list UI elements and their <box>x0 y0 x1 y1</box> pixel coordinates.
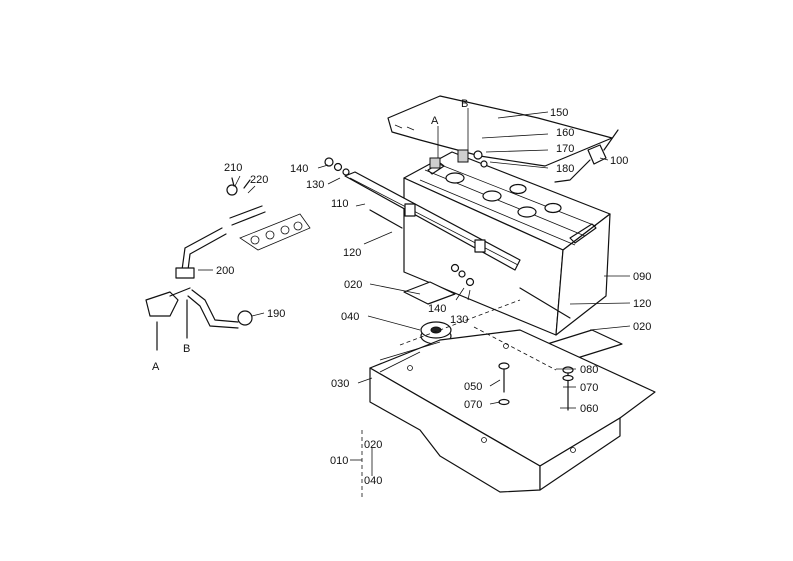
label-130-top: 130 <box>306 179 324 191</box>
label-110: 110 <box>331 198 349 210</box>
battery <box>403 149 611 336</box>
battery-tray <box>369 299 656 493</box>
leader-lines <box>198 108 631 500</box>
cable-assembly <box>145 177 311 351</box>
label-080: 080 <box>580 364 598 376</box>
battery-cover <box>387 95 613 167</box>
label-140-top: 140 <box>290 163 308 175</box>
label-060-right: 060 <box>580 403 598 415</box>
part-labels: 150 B A 160 170 180 100 140 130 110 120 … <box>152 98 651 487</box>
label-130-mid: 130 <box>450 314 468 326</box>
label-b-bottom: B <box>183 343 190 355</box>
terminal-clamp <box>554 129 619 183</box>
bolts <box>498 362 574 411</box>
label-b-top: B <box>461 98 468 110</box>
label-070-left: 070 <box>464 399 482 411</box>
hold-down-rods <box>369 209 571 319</box>
label-150: 150 <box>550 107 568 119</box>
label-220: 220 <box>250 174 268 186</box>
label-120-right: 120 <box>633 298 651 310</box>
label-120-left: 120 <box>343 247 361 259</box>
label-040-group: 040 <box>364 475 382 487</box>
label-100: 100 <box>610 155 628 167</box>
label-200: 200 <box>216 265 234 277</box>
label-a-bottom: A <box>152 361 160 373</box>
label-020-group: 020 <box>364 439 382 451</box>
label-190: 190 <box>267 308 285 320</box>
label-020-right: 020 <box>633 321 651 333</box>
label-170: 170 <box>556 143 574 155</box>
label-050: 050 <box>464 381 482 393</box>
label-010: 010 <box>330 455 348 467</box>
label-090: 090 <box>633 271 651 283</box>
hold-down-bar <box>344 171 521 271</box>
nuts-washers <box>324 150 488 287</box>
label-160: 160 <box>556 127 574 139</box>
label-140-mid: 140 <box>428 303 446 315</box>
label-020-left: 020 <box>344 279 362 291</box>
label-030: 030 <box>331 378 349 390</box>
label-070-right: 070 <box>580 382 598 394</box>
label-a-top: A <box>431 115 439 127</box>
label-040: 040 <box>341 311 359 323</box>
label-210: 210 <box>224 162 242 174</box>
label-180: 180 <box>556 163 574 175</box>
